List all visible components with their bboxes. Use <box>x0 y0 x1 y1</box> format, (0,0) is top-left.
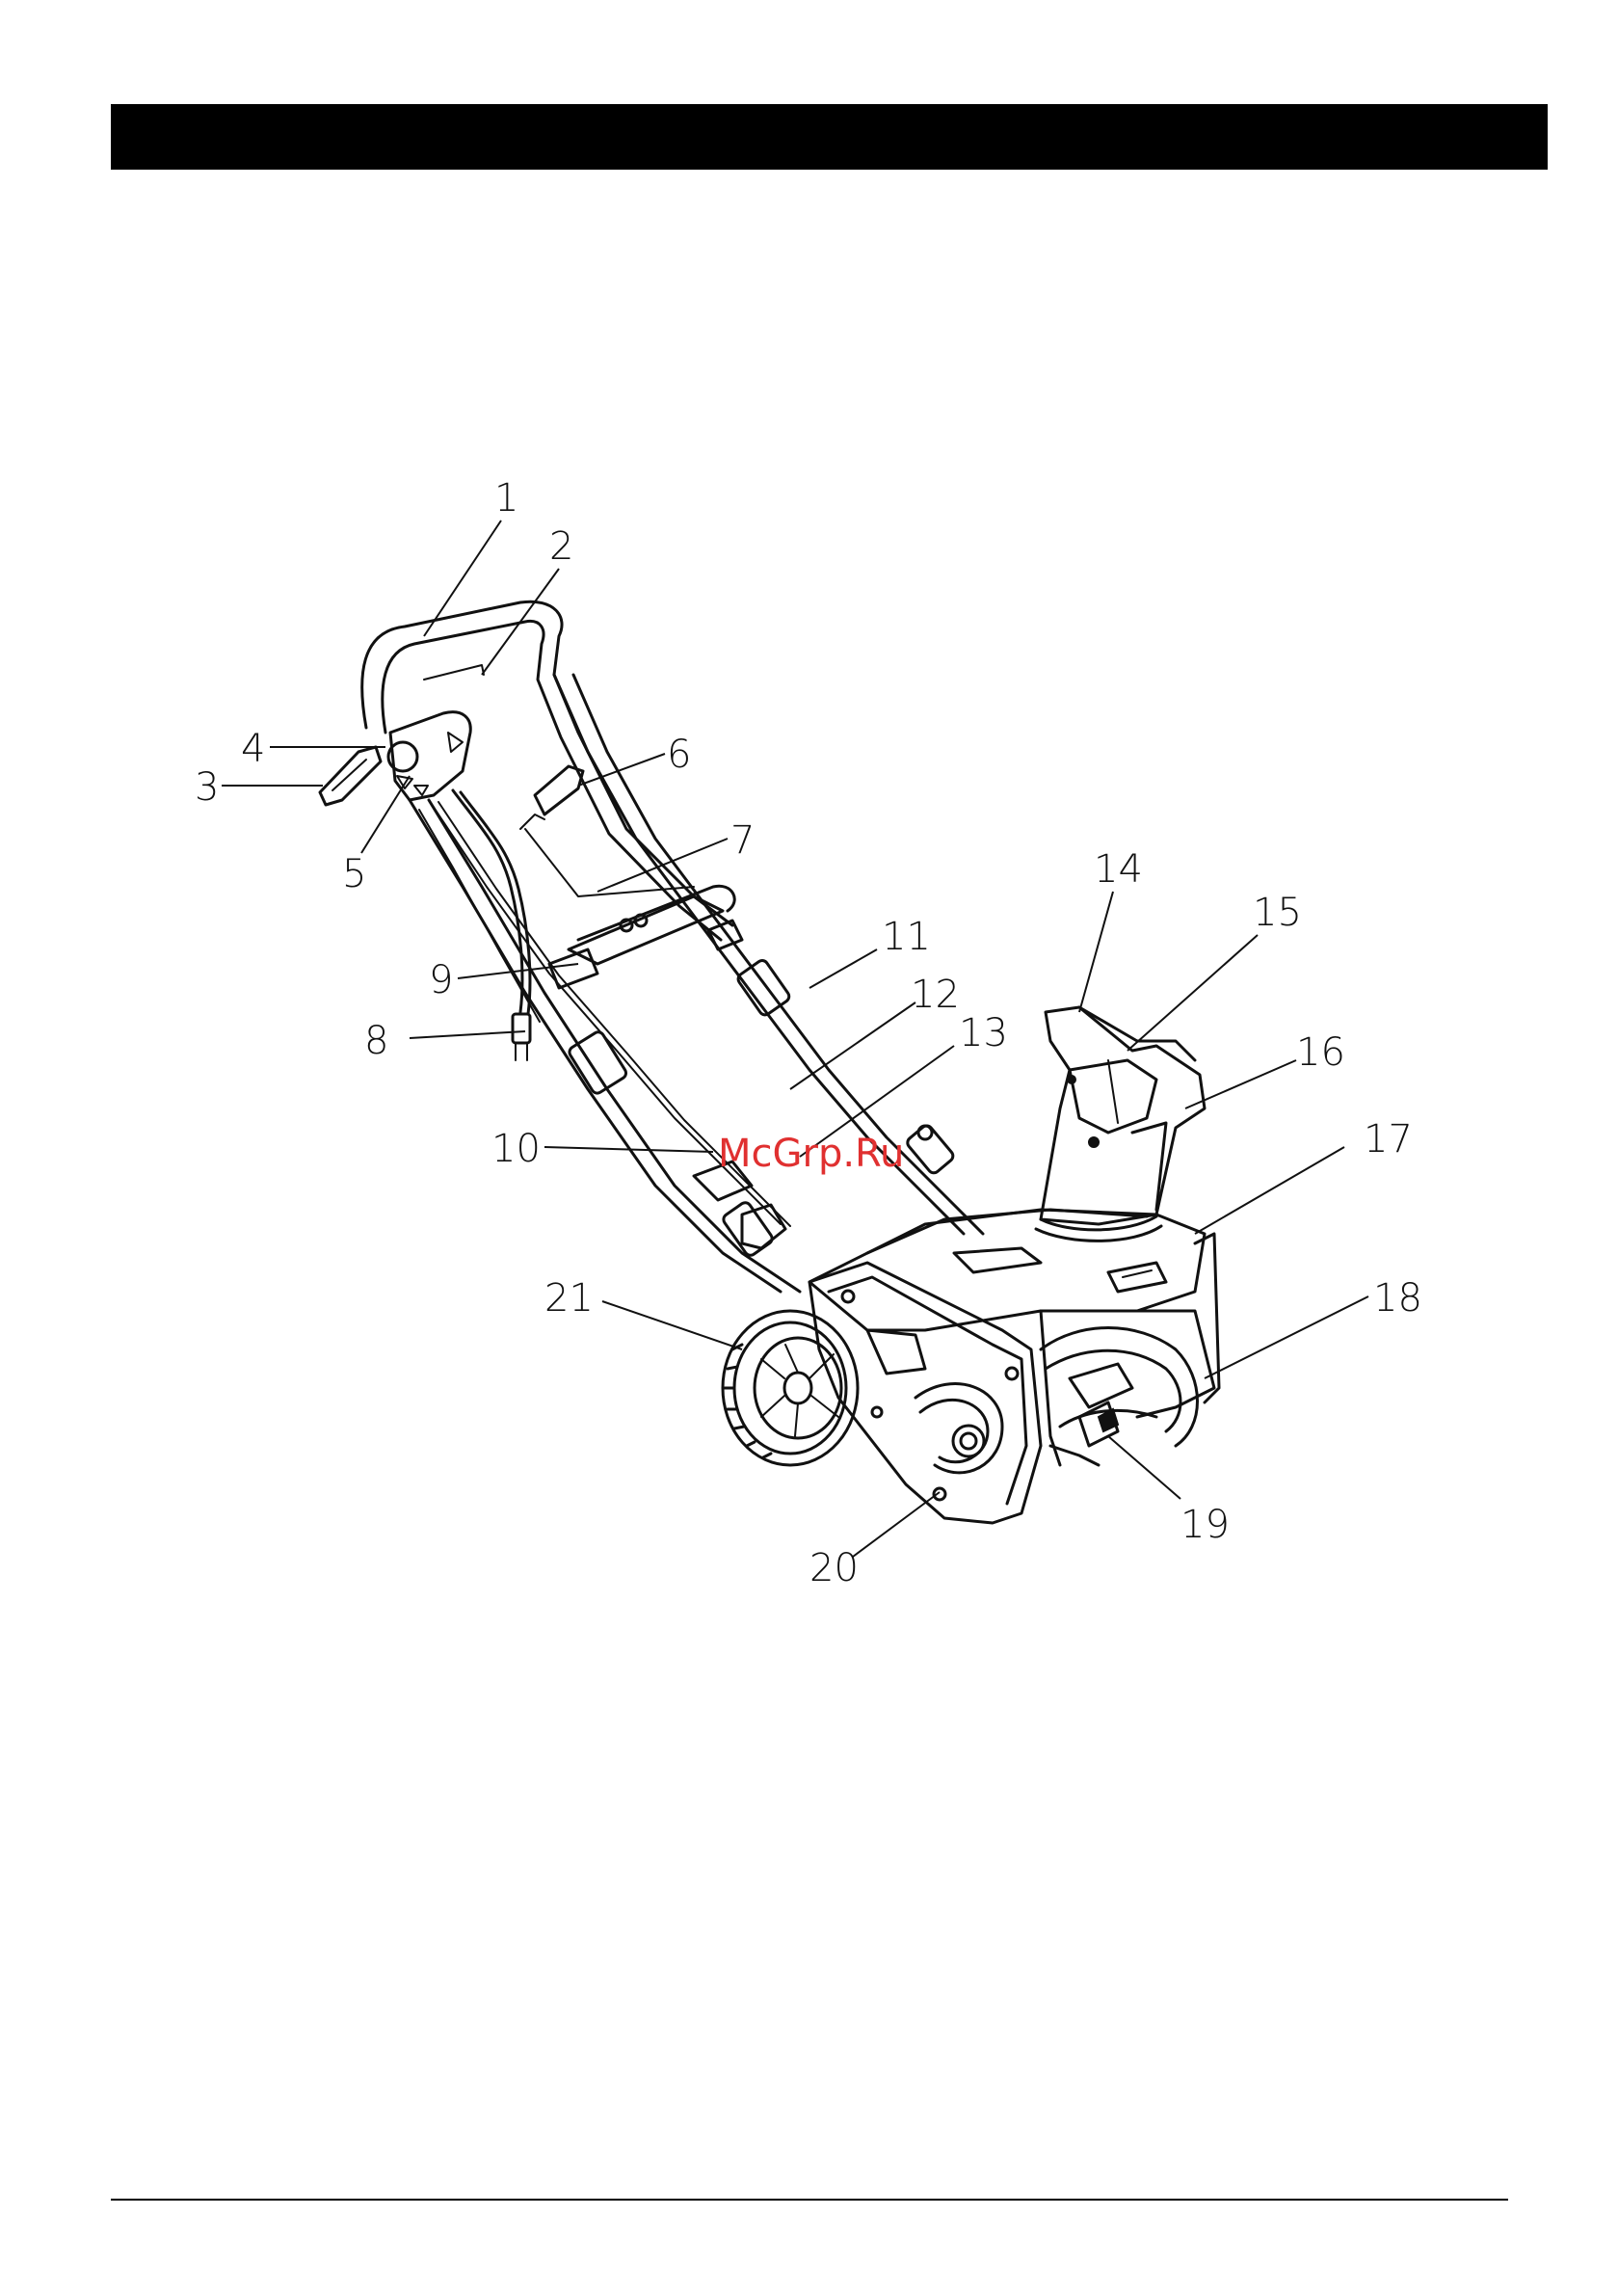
footer-rule <box>111 2199 1508 2201</box>
callout-4: 4 <box>241 727 265 771</box>
callout-3: 3 <box>195 765 219 810</box>
callout-14: 14 <box>1094 847 1143 892</box>
callout-19: 19 <box>1180 1503 1230 1547</box>
callout-13: 13 <box>959 1011 1008 1055</box>
leader-8 <box>410 1031 525 1038</box>
callout-2: 2 <box>549 524 573 569</box>
callout-12: 12 <box>911 973 960 1017</box>
callout-11: 11 <box>882 915 931 959</box>
chute <box>1036 1007 1205 1241</box>
switch-box <box>388 712 470 800</box>
callout-9: 9 <box>429 958 453 1002</box>
leader-20 <box>853 1492 940 1557</box>
callout-15: 15 <box>1253 891 1302 935</box>
callout-6: 6 <box>667 733 691 777</box>
leader-17 <box>1195 1147 1344 1234</box>
cross-bar <box>549 886 932 1139</box>
trigger-lever <box>320 747 381 805</box>
callout-8: 8 <box>364 1019 388 1063</box>
leader-18 <box>1205 1296 1368 1378</box>
leader-1 <box>424 521 501 636</box>
leader-11 <box>809 949 877 988</box>
leader-5 <box>361 776 410 853</box>
callout-21: 21 <box>544 1276 594 1321</box>
power-cord <box>453 790 530 1060</box>
callout-17: 17 <box>1364 1117 1413 1161</box>
callout-16: 16 <box>1296 1030 1345 1075</box>
leader-19 <box>1108 1436 1180 1499</box>
callout-7: 7 <box>730 818 755 863</box>
callout-20: 20 <box>809 1546 859 1590</box>
leader-14 <box>1079 892 1113 1012</box>
leader-21 <box>602 1301 742 1349</box>
side-plate <box>809 1263 1041 1523</box>
wheel <box>723 1311 858 1465</box>
leader-15 <box>1127 935 1258 1051</box>
callout-labels: 1 2 3 4 5 6 7 8 9 10 11 12 13 14 15 16 1… <box>195 476 1422 1590</box>
callout-10: 10 <box>491 1127 541 1171</box>
watermark: McGrp.Ru <box>718 1132 904 1176</box>
callout-5: 5 <box>342 852 366 896</box>
callout-18: 18 <box>1373 1276 1422 1321</box>
callout-1: 1 <box>494 476 518 521</box>
leader-2 <box>482 569 559 675</box>
